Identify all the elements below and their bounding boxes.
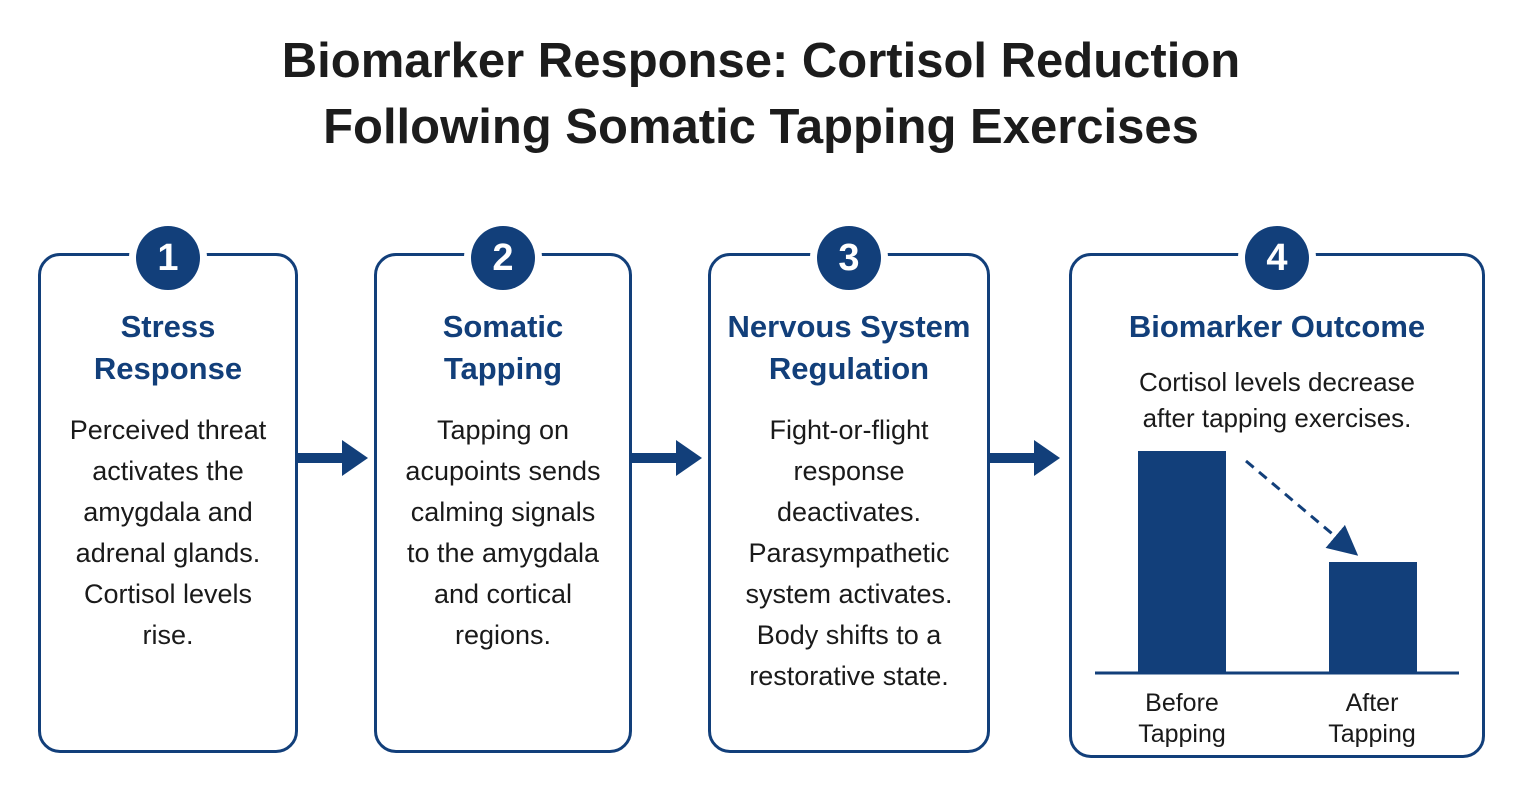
bar-label-before: Before Tapping: [1138, 689, 1226, 748]
cortisol-bar-chart: [1095, 451, 1459, 675]
decrease-arrow-icon: [1245, 459, 1359, 556]
bar-label-after: After Tapping: [1328, 689, 1416, 748]
step-number-badge: 3: [817, 226, 881, 290]
step-description: Fight-or-flight response deactivates. Pa…: [745, 415, 953, 691]
step-number-badge: 2: [471, 226, 535, 290]
step-number-badge: 1: [136, 226, 200, 290]
bar-after-tapping: [1329, 562, 1417, 673]
step-description: Perceived threat activates the amygdala …: [69, 415, 267, 650]
flow-arrow-icon: [632, 440, 702, 476]
step-card-1: 1 Stress Response Perceived threat activ…: [38, 226, 298, 753]
bar-before-tapping: [1138, 451, 1226, 673]
step-card-2: 2 Somatic Tapping Tapping on acupoints s…: [374, 226, 632, 753]
step-number-badge: 4: [1245, 226, 1309, 290]
title-line-2: Following Somatic Tapping Exercises: [323, 100, 1199, 154]
step-card-3: 3 Nervous System Regulation Fight-or-fli…: [708, 226, 990, 753]
page-title: Biomarker Response: Cortisol Reduction F…: [0, 28, 1522, 160]
step-title: Somatic Tapping: [442, 309, 564, 386]
step-card-4: 4 Biomarker Outcome Cortisol levels decr…: [1069, 226, 1485, 758]
step-title: Biomarker Outcome: [1128, 309, 1426, 344]
flow-arrow-icon: [990, 440, 1060, 476]
step-description: Tapping on acupoints sends calming signa…: [405, 415, 601, 650]
title-line-1: Biomarker Response: Cortisol Reduction: [281, 34, 1241, 88]
step-title: Stress Response: [93, 309, 243, 386]
flow-arrow-icon: [298, 440, 368, 476]
step-description: Cortisol levels decrease after tapping e…: [1138, 367, 1415, 433]
step-title: Nervous System Regulation: [727, 309, 971, 386]
